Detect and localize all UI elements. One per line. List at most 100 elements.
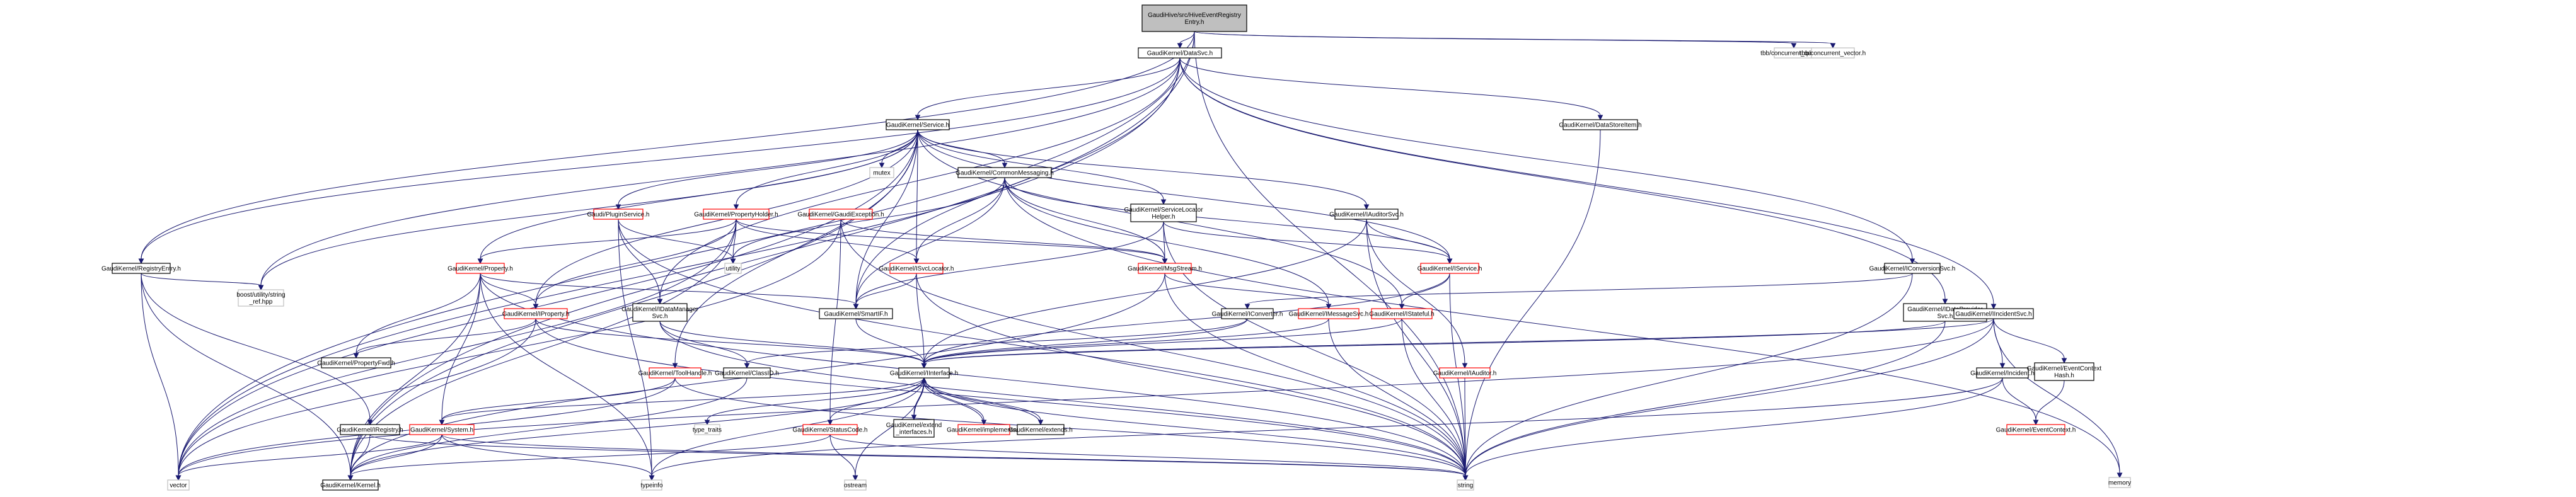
node-property-holder[interactable]: GaudiKernel/PropertyHolder.h bbox=[694, 209, 778, 220]
node-label: ostream bbox=[844, 483, 867, 489]
arrowhead-icon bbox=[649, 475, 655, 481]
edge-line bbox=[178, 318, 1994, 476]
node-property[interactable]: GaudiKernel/Property.h bbox=[448, 263, 513, 274]
node-incident[interactable]: GaudiKernel/Incident.h bbox=[1970, 367, 2035, 379]
node-box bbox=[1457, 479, 1474, 491]
node-service[interactable]: GaudiKernel/Service.h bbox=[886, 119, 950, 130]
node-imessage-svc[interactable]: GaudiKernel/IMessageSvc.h bbox=[1289, 308, 1369, 319]
edge-iinterface-to-type-traits bbox=[704, 377, 925, 426]
node-label: GaudiKernel/PropertyFwd.h bbox=[317, 360, 395, 367]
node-implements[interactable]: GaudiKernel/implements.h bbox=[947, 424, 1021, 435]
edge-service-locator-helper-to-string bbox=[1163, 221, 1469, 481]
node-common-messaging[interactable]: GaudiKernel/CommonMessaging.h bbox=[956, 167, 1054, 178]
node-box bbox=[641, 479, 662, 491]
edge-line bbox=[178, 57, 1181, 476]
edge-iincident-svc-to-event-context-hash bbox=[1993, 318, 2067, 364]
node-extend-interfaces[interactable]: GaudiKernel/extend_interfaces.h bbox=[886, 419, 942, 438]
edge-line bbox=[480, 129, 918, 260]
edge-iproperty-to-iinterface bbox=[535, 318, 927, 369]
node-iproperty[interactable]: GaudiKernel/IProperty.h bbox=[502, 308, 570, 319]
node-system[interactable]: GaudiKernel/System.h bbox=[409, 424, 475, 435]
node-box bbox=[1017, 424, 1065, 435]
edge-line bbox=[178, 434, 442, 476]
node-iincident-svc[interactable]: GaudiKernel/IIncidentSvc.h bbox=[1953, 308, 2034, 319]
node-box bbox=[504, 308, 568, 319]
arrowhead-icon bbox=[1909, 258, 1915, 265]
edge-line bbox=[732, 177, 1005, 260]
edge-line bbox=[1366, 219, 1450, 260]
node-iauditor[interactable]: GaudiKernel/IAuditor.h bbox=[1433, 367, 1497, 379]
edge-iincident-svc-to-iinterface bbox=[921, 318, 1994, 369]
arrowhead-icon bbox=[1791, 43, 1797, 49]
node-status-code[interactable]: GaudiKernel/StatusCode.h bbox=[793, 424, 868, 435]
node-gaudi-exception[interactable]: GaudiKernel/GaudiException.h bbox=[797, 209, 884, 220]
edge-status-code-to-ostream bbox=[829, 434, 858, 481]
node-plugin-service[interactable]: Gaudi/PluginService.h bbox=[587, 209, 650, 220]
node-iinterface[interactable]: GaudiKernel/IInterface.h bbox=[890, 367, 958, 379]
node-box bbox=[1138, 263, 1192, 274]
arrowhead-icon bbox=[1462, 363, 1468, 369]
edge-iconversion-svc-to-iconverter bbox=[1244, 273, 1913, 310]
edge-plugin-service-to-idata-manager-svc bbox=[618, 219, 663, 305]
node-smart-if[interactable]: GaudiKernel/SmartIF.h bbox=[819, 308, 893, 319]
node-iservice[interactable]: GaudiKernel/IService.h bbox=[1418, 263, 1482, 274]
edge-line bbox=[350, 377, 925, 476]
edge-line bbox=[1179, 57, 1913, 260]
arrowhead-icon bbox=[1002, 163, 1008, 169]
node-iauditor-svc[interactable]: GaudiKernel/IAuditorSvc.h bbox=[1329, 209, 1404, 220]
edge-system-to-vector bbox=[175, 434, 442, 481]
node-box bbox=[322, 479, 379, 491]
edge-line bbox=[480, 273, 652, 476]
node-extends[interactable]: GaudiKernel/extends.h bbox=[1008, 424, 1073, 435]
edge-data-svc-to-registry-entry bbox=[138, 57, 1181, 265]
node-label: utility bbox=[726, 266, 741, 273]
node-iconverter[interactable]: GaudiKernel/IConverter.h bbox=[1212, 308, 1283, 319]
arrowhead-icon bbox=[921, 377, 927, 383]
edge-system-to-kernel bbox=[347, 434, 442, 481]
node-event-context[interactable]: GaudiKernel/EventContext.h bbox=[1996, 424, 2076, 435]
node-box bbox=[809, 209, 873, 220]
node-tool-handle[interactable]: GaudiKernel/ToolHandle.h bbox=[638, 367, 712, 379]
node-data-svc[interactable]: GaudiKernel/DataSvc.h bbox=[1138, 47, 1222, 59]
node-label: GaudiKernel/extends.h bbox=[1008, 427, 1073, 434]
node-box bbox=[2006, 424, 2065, 435]
node-box bbox=[1811, 47, 1855, 59]
edge-line bbox=[1179, 57, 1601, 116]
arrowhead-icon bbox=[258, 285, 264, 291]
node-label: GaudiKernel/StatusCode.h bbox=[793, 427, 868, 434]
node-box bbox=[593, 209, 644, 220]
edge-line bbox=[923, 321, 1946, 364]
node-iregistry[interactable]: GaudiKernel/IRegistry.h bbox=[337, 424, 403, 435]
node-iconversion-svc[interactable]: GaudiKernel/IConversionSvc.h bbox=[1869, 263, 1956, 274]
node-box bbox=[456, 263, 505, 274]
edge-registry-entry-to-boostref bbox=[141, 273, 264, 291]
node-label: GaudiKernel/IDataManager bbox=[621, 306, 698, 313]
edge-gaudi-exception-to-vector bbox=[175, 219, 841, 481]
edge-line bbox=[707, 377, 925, 421]
edge-line bbox=[651, 377, 2003, 476]
edge-line bbox=[1465, 273, 1913, 476]
node-data-store-item[interactable]: GaudiKernel/DataStoreItem.h bbox=[1559, 119, 1642, 130]
edge-iservice-to-istateful bbox=[1399, 273, 1450, 310]
edge-line bbox=[141, 273, 262, 286]
arrowhead-icon bbox=[2117, 472, 2123, 479]
node-msg-stream[interactable]: GaudiKernel/MsgStream.h bbox=[1128, 263, 1202, 274]
node-class-id[interactable]: GaudiKernel/ClassID.h bbox=[715, 367, 779, 379]
node-label: GaudiKernel/IStateful.h bbox=[1369, 311, 1434, 318]
node-label: GaudiKernel/EventContext bbox=[2027, 365, 2102, 372]
arrowhead-icon bbox=[1177, 43, 1183, 49]
node-isvc-locator[interactable]: GaudiKernel/ISvcLocator.h bbox=[879, 263, 954, 274]
edge-service-to-service-locator-helper bbox=[917, 129, 1167, 205]
edge-line bbox=[1465, 129, 1601, 476]
edge-common-messaging-to-iservice bbox=[1004, 177, 1453, 265]
node-label: GaudiKernel/IIncidentSvc.h bbox=[1955, 311, 2031, 318]
node-istateful[interactable]: GaudiKernel/IStateful.h bbox=[1369, 308, 1435, 319]
edge-line bbox=[2035, 380, 2065, 421]
node-registry-entry[interactable]: GaudiKernel/RegistryEntry.h bbox=[101, 263, 181, 274]
node-property-fwd[interactable]: GaudiKernel/PropertyFwd.h bbox=[317, 357, 395, 368]
node-kernel[interactable]: GaudiKernel/Kernel.h bbox=[320, 479, 381, 491]
